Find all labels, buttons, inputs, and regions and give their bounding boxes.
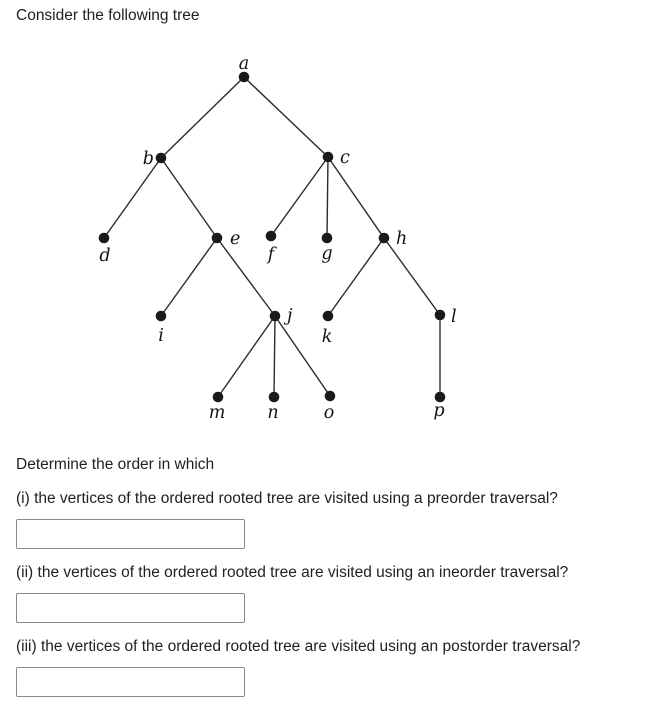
tree-node-e	[211, 232, 223, 244]
tree-node-label-d: d	[99, 246, 110, 266]
page-title: Consider the following tree	[16, 7, 200, 24]
tree-edge-e-j	[216, 237, 276, 317]
tree-node-label-e: e	[230, 229, 240, 249]
tree-node-o	[324, 390, 336, 402]
tree-node-label-i: i	[158, 326, 164, 346]
tree-node-p	[434, 391, 446, 403]
tree-edge-c-f	[270, 156, 329, 237]
tree-node-label-b: b	[143, 149, 154, 169]
tree-node-c	[322, 151, 334, 163]
tree-node-label-f: f	[266, 245, 278, 265]
tree-edge-h-l	[383, 237, 441, 316]
tree-node-g	[321, 232, 333, 244]
postorder-answer-input[interactable]	[16, 667, 245, 697]
tree-edge-e-i	[160, 237, 218, 317]
question-preorder-label: (i) the vertices of the ordered rooted t…	[16, 490, 558, 507]
tree-node-label-a: a	[239, 54, 249, 74]
question-postorder-label: (iii) the vertices of the ordered rooted…	[16, 638, 581, 655]
tree-edge-j-n	[273, 315, 276, 398]
tree-edge-j-o	[274, 315, 331, 397]
question-ineorder-label: (ii) the vertices of the ordered rooted …	[16, 564, 569, 581]
tree-node-h	[378, 232, 390, 244]
tree-node-l	[434, 309, 446, 321]
ineorder-answer-input[interactable]	[16, 593, 245, 623]
tree-edge-j-m	[217, 315, 276, 398]
tree-node-label-p: p	[433, 401, 444, 421]
tree-edge-a-b	[160, 76, 245, 159]
tree-node-label-h: h	[396, 229, 407, 249]
tree-node-label-o: o	[324, 403, 335, 423]
tree-node-b	[155, 152, 167, 164]
tree-node-k	[322, 310, 334, 322]
tree-node-j	[269, 310, 281, 322]
question-prompt: Determine the order in which	[16, 456, 215, 473]
tree-node-f	[265, 230, 277, 242]
tree-edge-h-k	[327, 237, 385, 317]
tree-node-label-l: l	[451, 307, 457, 327]
tree-edge-c-g	[326, 156, 329, 239]
tree-node-label-n: n	[267, 403, 278, 423]
tree-edge-c-h	[327, 156, 385, 239]
tree-node-m	[212, 391, 224, 403]
tree-node-label-j: j	[283, 306, 293, 326]
preorder-answer-input[interactable]	[16, 519, 245, 549]
tree-diagram: a b c d e f g h i j k l m n o p	[98, 54, 457, 423]
tree-node-label-c: c	[340, 148, 350, 168]
tree-node-a	[238, 71, 250, 83]
tree-edge-b-d	[103, 157, 162, 239]
tree-edge-a-c	[243, 76, 329, 158]
tree-node-label-m: m	[209, 403, 226, 423]
tree-node-label-g: g	[321, 244, 332, 264]
tree-node-label-k: k	[322, 327, 333, 347]
tree-node-d	[98, 232, 110, 244]
tree-node-n	[268, 391, 280, 403]
tree-edge-b-e	[160, 157, 218, 239]
tree-node-i	[155, 310, 167, 322]
